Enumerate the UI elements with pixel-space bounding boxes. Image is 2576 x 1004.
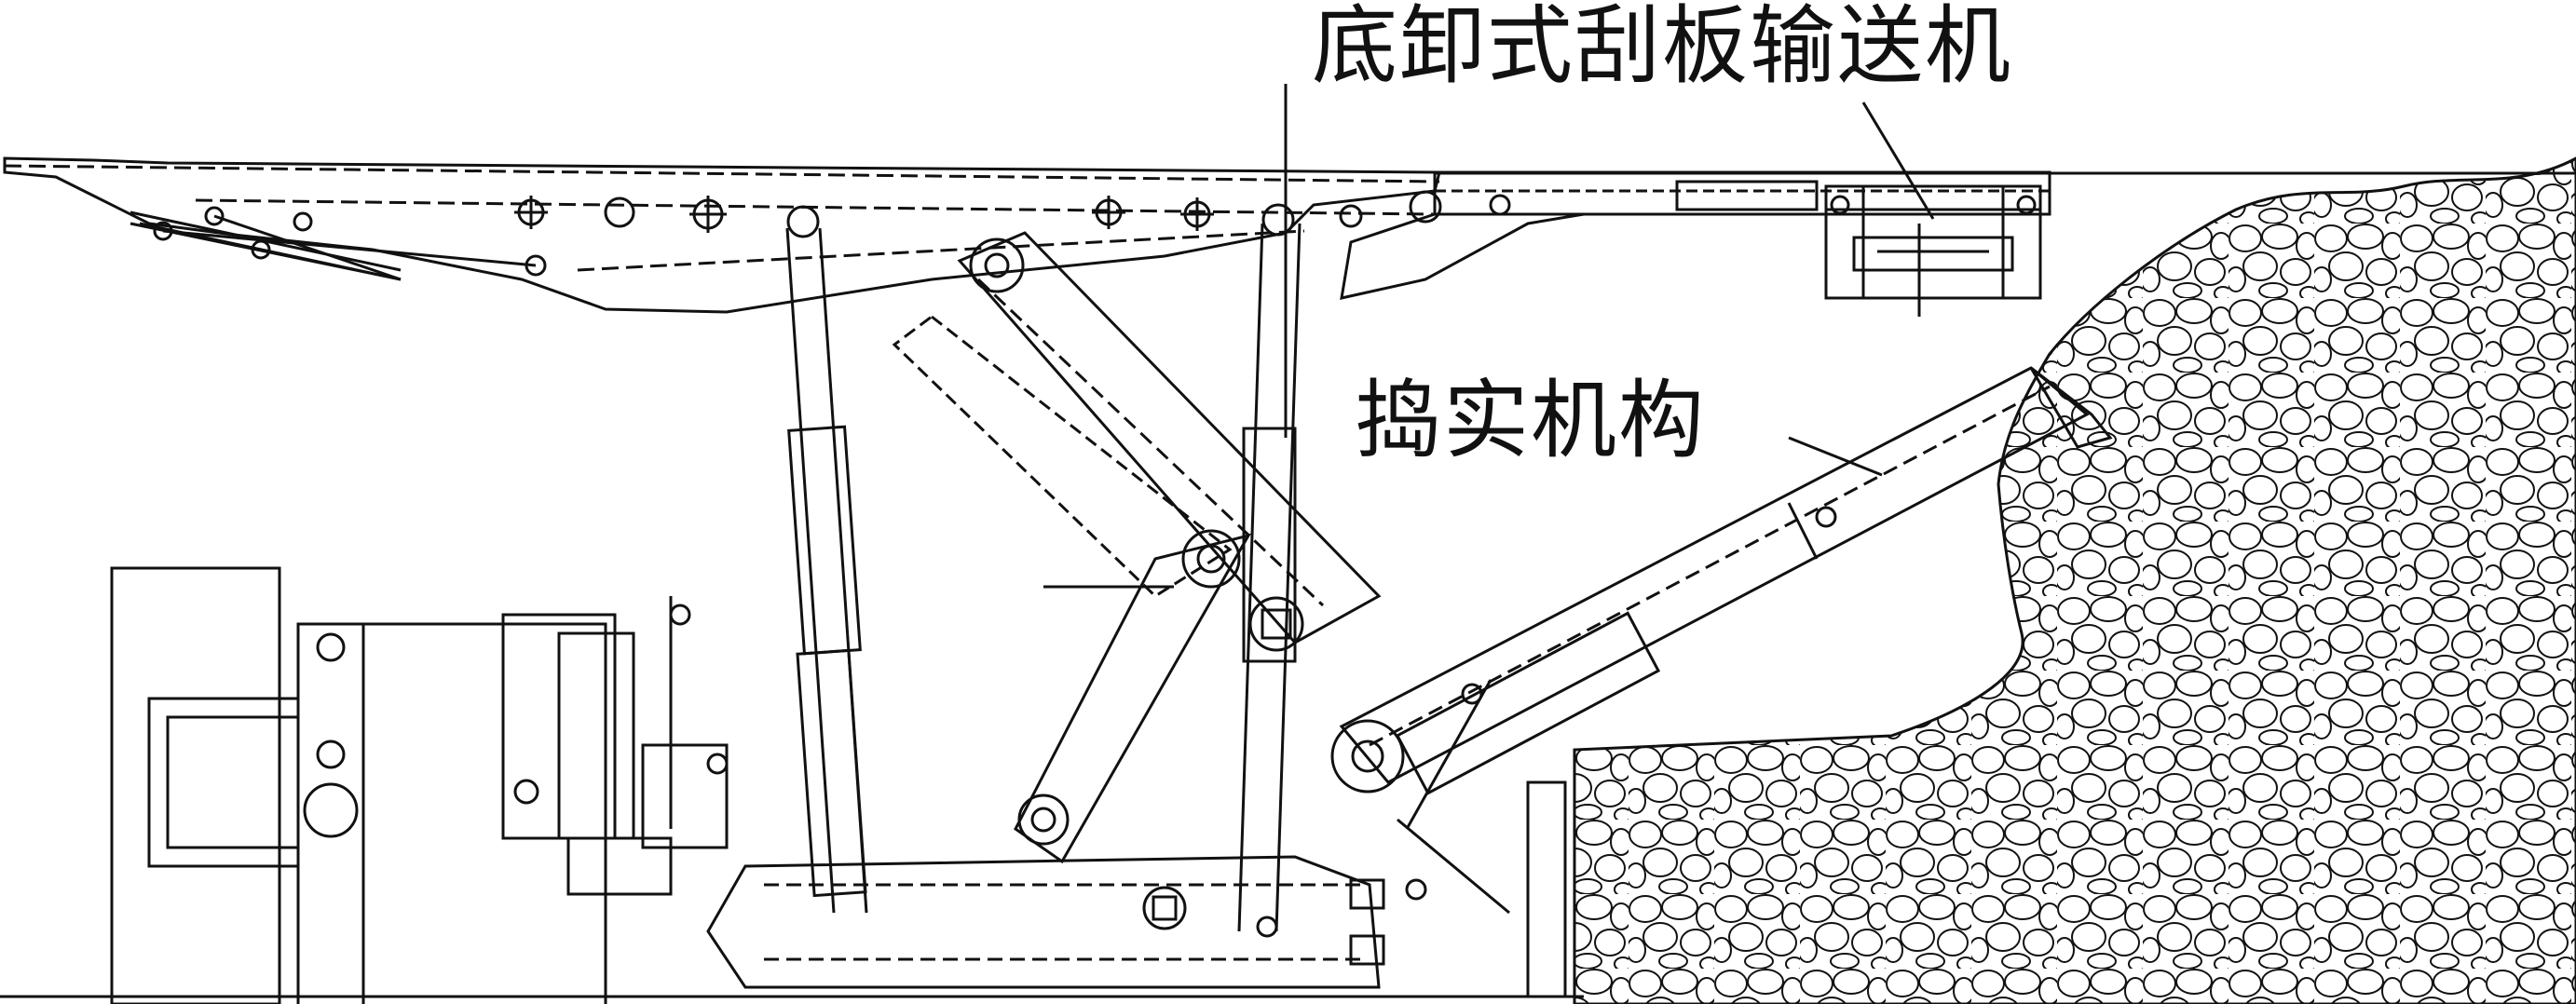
- rock-mass: [1574, 158, 2576, 1004]
- base-frame: [0, 857, 1584, 997]
- front-leg: [787, 207, 866, 913]
- label-tamping-mechanism: 捣实机构: [1356, 371, 1707, 470]
- conveyor-leader-line: [1863, 102, 1933, 219]
- bottom-discharge-conveyor: [1677, 182, 2040, 317]
- tamping-leader-line: [1789, 438, 1882, 475]
- canopy-beam: [5, 158, 2050, 312]
- left-equipment: [112, 568, 727, 1004]
- label-bottom-discharge-conveyor: 底卸式刮板输送机: [1312, 0, 2013, 96]
- canopy-tip-linkage: [140, 208, 545, 279]
- tamping-mechanism: [1332, 368, 2110, 997]
- shield-linkage: [894, 233, 1379, 862]
- canopy-pin-holes: [514, 192, 1509, 233]
